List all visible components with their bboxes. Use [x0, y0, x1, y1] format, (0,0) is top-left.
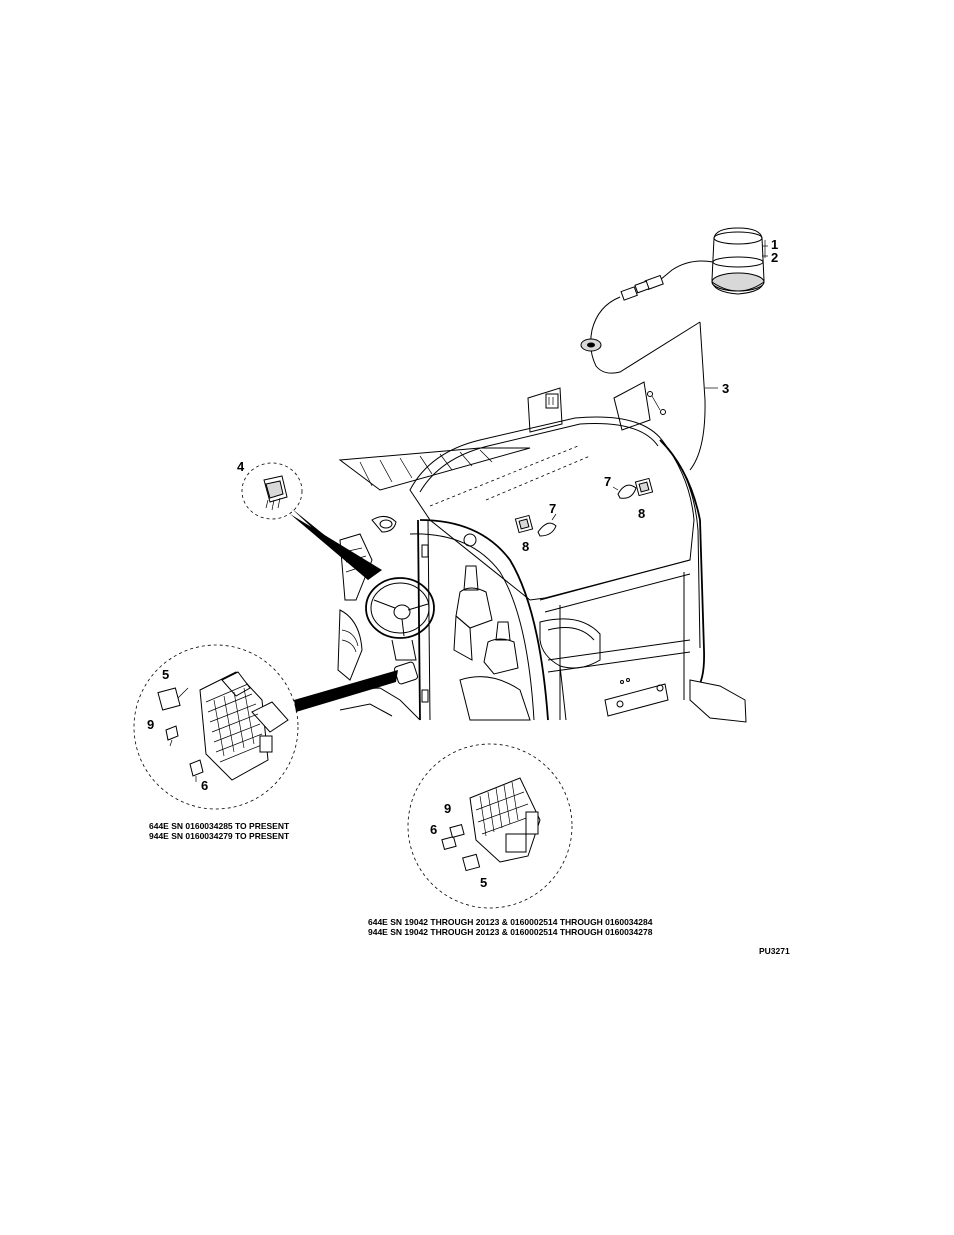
- callout-9-left: 9: [147, 717, 154, 732]
- caption-left-line2: 944E SN 0160034279 TO PRESENT: [149, 831, 290, 841]
- beacon-light: [712, 228, 764, 294]
- callout-8-left: 8: [522, 539, 529, 554]
- callout-2: 2: [771, 250, 778, 265]
- detail-switch: [242, 463, 382, 580]
- roof-grommet-left: [515, 514, 556, 536]
- callout-8-right: 8: [638, 506, 645, 521]
- callout-7-left: 7: [549, 501, 556, 516]
- callout-7-right: 7: [604, 474, 611, 489]
- roof-grommet-right: [613, 478, 653, 498]
- figure-id: PU3271: [759, 946, 790, 956]
- caption-bottom-line1: 644E SN 19042 THROUGH 20123 & 0160002514…: [368, 917, 653, 927]
- detail-fuse-box-current: [134, 645, 398, 809]
- callout-3: 3: [722, 381, 729, 396]
- callout-4: 4: [237, 459, 245, 474]
- callout-5-bottom: 5: [480, 875, 487, 890]
- caption-bottom-line2: 944E SN 19042 THROUGH 20123 & 0160002514…: [368, 927, 653, 937]
- caption-left-line1: 644E SN 0160034285 TO PRESENT: [149, 821, 290, 831]
- callout-6-bottom: 6: [430, 822, 437, 837]
- callout-5-left: 5: [162, 667, 169, 682]
- callout-6-left: 6: [201, 778, 208, 793]
- callout-9-bottom: 9: [444, 801, 451, 816]
- beacon-harness: [528, 261, 718, 470]
